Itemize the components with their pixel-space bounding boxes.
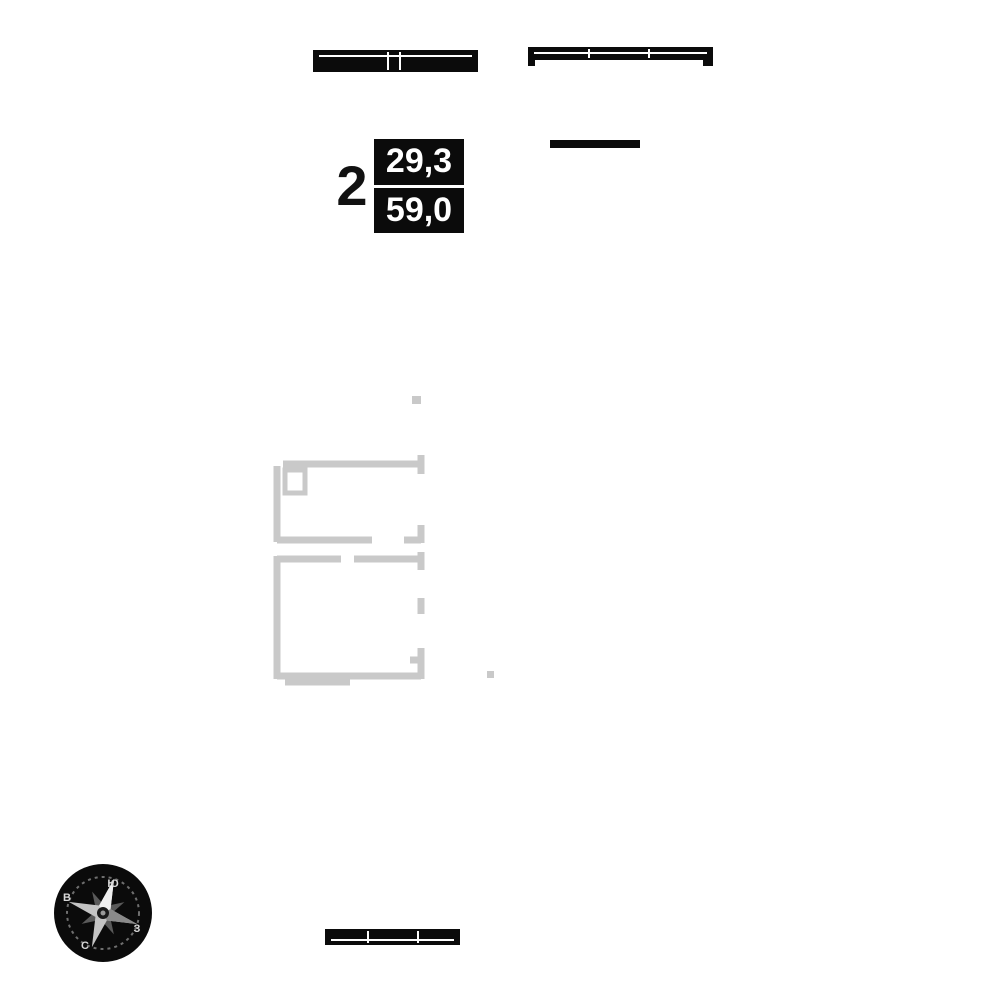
compass-label-left: В	[63, 892, 71, 904]
wall-segment-small	[550, 140, 640, 148]
apartment-card[interactable]: 2 29,3 59,0	[330, 139, 466, 233]
wall-tick	[588, 49, 590, 58]
compass-label-top: Ю	[107, 878, 118, 890]
wall-segment-top-left	[313, 50, 478, 72]
apartment-area-box: 29,3 59,0	[374, 139, 464, 233]
wall-tick	[648, 49, 650, 58]
area-divider	[374, 184, 464, 188]
upper-room-shaft	[282, 467, 308, 496]
compass-label-bottom: С	[81, 940, 89, 952]
wall-tick	[399, 52, 401, 70]
wall-window-line	[534, 52, 707, 54]
wall-tick	[417, 931, 419, 943]
apartment-rooms-count: 2	[336, 154, 368, 217]
wall-end-cap	[703, 57, 713, 66]
wall-tick	[387, 52, 389, 70]
wall-fragment-dot	[412, 396, 421, 404]
wall-window-line	[319, 55, 472, 57]
wall-segment-bottom	[325, 929, 460, 945]
wall-fragment-dot	[487, 671, 494, 678]
wall-tick	[367, 931, 369, 943]
wall-window-line	[331, 939, 454, 941]
total-area-value: 59,0	[385, 190, 453, 229]
wall-segment-top-right	[528, 47, 713, 66]
wall-end-cap	[528, 57, 535, 66]
compass-label-right: З	[134, 923, 141, 935]
living-area-value: 29,3	[385, 142, 453, 181]
compass-ring	[66, 876, 140, 950]
compass: Ю В З С	[54, 864, 152, 962]
compass-rose-icon	[68, 878, 138, 948]
